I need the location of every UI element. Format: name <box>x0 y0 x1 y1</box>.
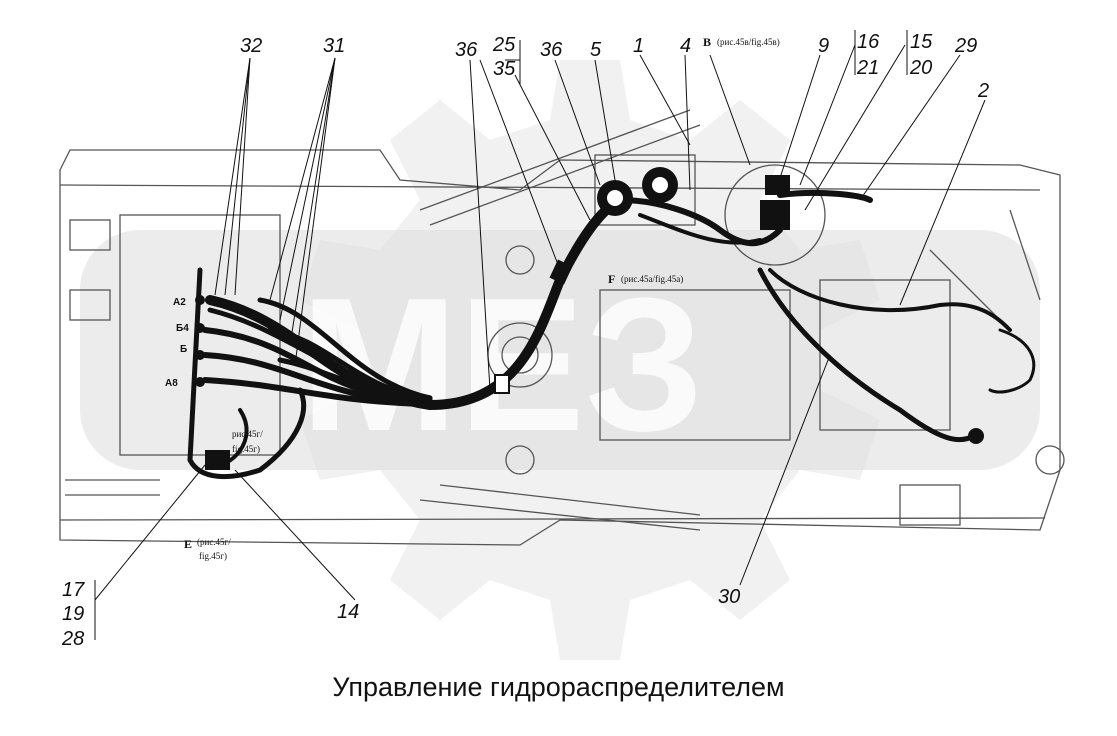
view-ref-f-text: (рис.45а/fig.45а) <box>621 274 683 284</box>
view-ref-b-text: (рис.45в/fig.45в) <box>717 37 780 47</box>
callout-2: 2 <box>977 80 989 102</box>
view-ref-b-letter: B <box>703 35 711 49</box>
port-b: Б <box>180 344 187 355</box>
callout-17: 17 <box>62 579 85 601</box>
hose-bundle <box>187 189 1036 480</box>
callout-28: 28 <box>61 628 84 650</box>
port-b4: Б4 <box>176 323 189 334</box>
port-a8: А8 <box>165 378 178 389</box>
callout-1: 1 <box>633 35 644 57</box>
view-ref-e-text2: fig.45г) <box>199 551 227 561</box>
callout-31: 31 <box>323 35 345 57</box>
svg-text:МЕЗ: МЕЗ <box>300 259 704 471</box>
callout-16: 16 <box>857 31 880 53</box>
callout-15: 15 <box>910 31 933 53</box>
view-ref-d-text2: fig.45г) <box>232 444 260 454</box>
callout-19: 19 <box>62 603 84 625</box>
callout-32: 32 <box>240 35 262 57</box>
view-ref-e-text: (рис.45г/ <box>197 537 231 547</box>
diagram-caption: Управление гидрораспределителем <box>332 672 785 702</box>
callout-35: 35 <box>493 58 516 80</box>
leader-lines <box>94 30 986 640</box>
callout-36-right: 36 <box>540 39 563 61</box>
callout-25: 25 <box>492 34 516 56</box>
callout-29: 29 <box>954 35 977 57</box>
callout-21: 21 <box>856 57 879 79</box>
view-ref-f-letter: F <box>608 272 615 286</box>
view-ref-d-text: рис.45г/ <box>232 429 263 439</box>
view-references: B (рис.45в/fig.45в) F (рис.45а/fig.45а) … <box>184 35 780 561</box>
callout-labels: 32 31 36 25 35 36 5 1 4 9 16 21 15 20 29… <box>61 31 989 650</box>
callout-20: 20 <box>909 57 932 79</box>
port-labels: А2 Б4 Б А8 <box>165 297 189 389</box>
view-ref-e-letter: E <box>184 537 192 551</box>
callout-4: 4 <box>680 35 691 57</box>
callout-9: 9 <box>818 35 829 57</box>
port-a2: А2 <box>173 297 186 308</box>
callout-30: 30 <box>718 586 740 608</box>
callout-36-left: 36 <box>455 39 478 61</box>
callout-5: 5 <box>590 39 602 61</box>
valve-components <box>195 167 984 470</box>
callout-14: 14 <box>337 601 359 623</box>
